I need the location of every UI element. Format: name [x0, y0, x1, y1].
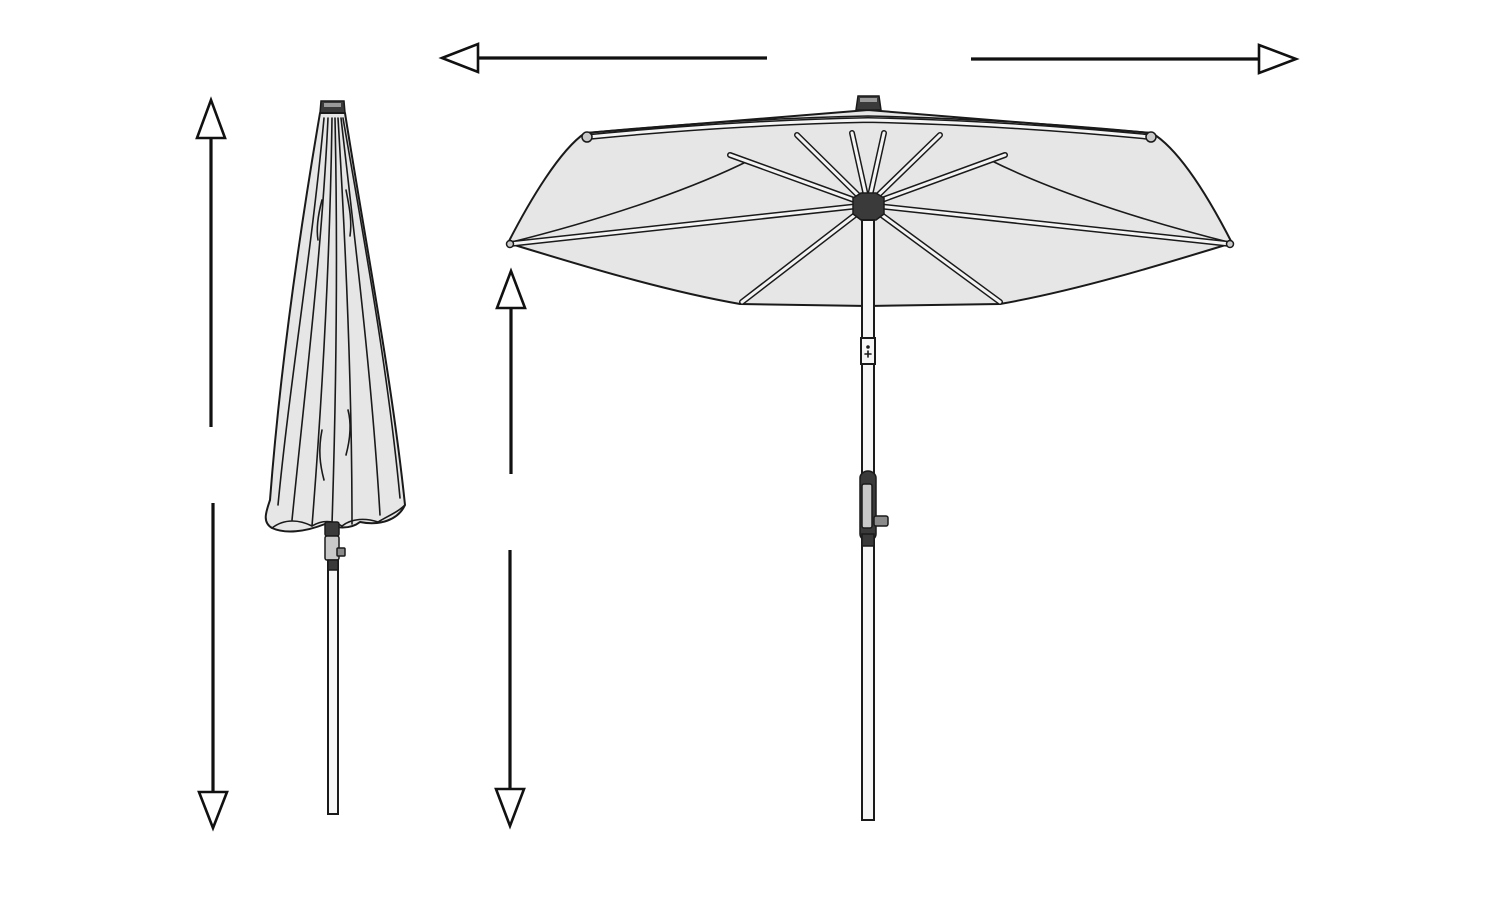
open-crank-handle: [873, 515, 889, 527]
open-width-arrow: [438, 42, 1300, 75]
open-clearance-arrow: [494, 267, 527, 830]
open-hub: [852, 192, 885, 221]
open-umbrella: [505, 95, 1235, 821]
closed-height-arrow: [195, 96, 229, 832]
closed-umbrella: [264, 100, 406, 815]
rib-tip-left: [581, 131, 593, 143]
closed-pole: [327, 559, 339, 815]
rib-tip-right: [1145, 131, 1157, 143]
open-ribs: [507, 116, 1233, 305]
